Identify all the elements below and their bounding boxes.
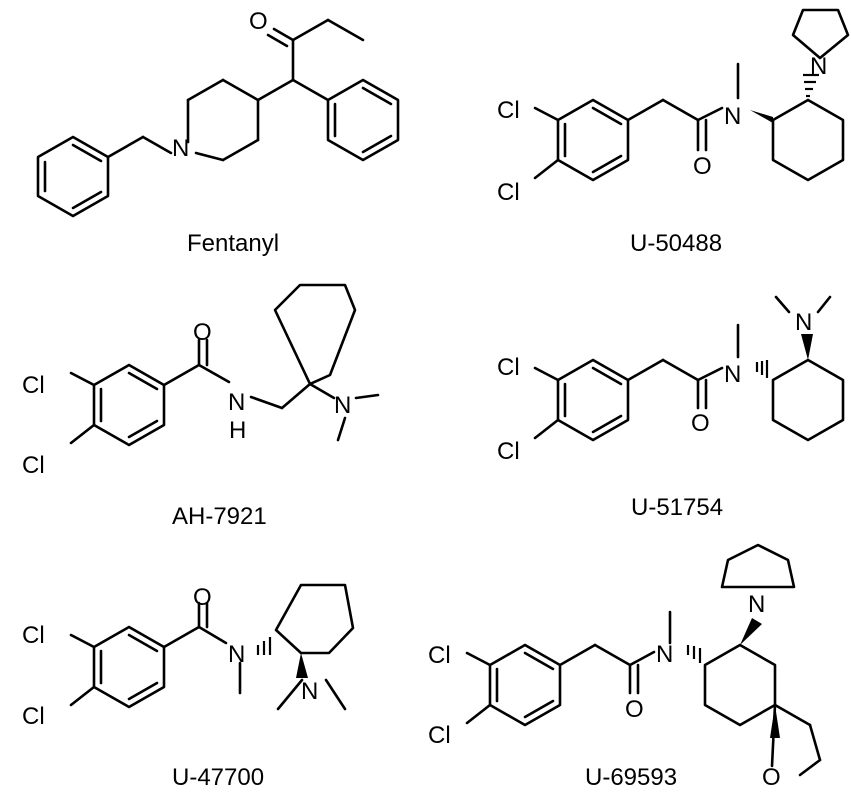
u47700-wedge-bond	[296, 653, 308, 678]
u51754-wedge-bond	[801, 334, 813, 360]
u47700-label: U-47700	[172, 764, 264, 791]
u47700-atom-n-amide: N	[228, 641, 245, 668]
ah7921-label: AH-7921	[172, 503, 267, 530]
u69593-bonds	[465, 543, 822, 777]
u50488-hash-bond	[803, 73, 819, 98]
ah7921-atom-cl1: Cl	[22, 372, 45, 399]
u69593-atom-cl2: Cl	[428, 722, 451, 749]
ah7921-atom-o: O	[193, 319, 212, 346]
u69593-hash-bond	[686, 645, 702, 663]
u50488-atom-cl2: Cl	[497, 179, 520, 206]
u47700-atom-n-dm: N	[301, 678, 318, 705]
molecule-u69593: Cl Cl O N N O U-69593	[428, 543, 822, 791]
u50488-wedge-bond	[750, 110, 773, 123]
u47700-hash-bond	[256, 637, 272, 655]
u50488-atom-cl1: Cl	[497, 97, 520, 124]
fentanyl-bonds	[36, 18, 400, 218]
u69593-atom-n-amide: N	[656, 641, 673, 668]
u50488-atom-n-amide: N	[724, 103, 741, 130]
u51754-atom-cl2: Cl	[497, 438, 520, 465]
ah7921-atom-n-dm: N	[334, 392, 351, 419]
ah7921-bonds	[69, 283, 380, 447]
u69593-wedge-bond	[740, 618, 762, 645]
u50488-atom-o: O	[693, 153, 712, 180]
u51754-hash-bond	[755, 360, 769, 378]
u51754-atom-n-amide: N	[724, 361, 741, 388]
u69593-atom-n-ring: N	[748, 591, 765, 618]
molecule-ah7921: Cl Cl O N H N AH-7921	[22, 283, 380, 530]
molecule-fentanyl: N O Fentanyl	[36, 8, 400, 257]
molecule-u50488: Cl Cl O N N U-50488	[497, 8, 850, 257]
u69593-atom-o: O	[625, 696, 644, 723]
u51754-bonds	[533, 295, 845, 442]
ah7921-atom-n: N	[228, 389, 245, 416]
u69593-atom-cl1: Cl	[428, 642, 451, 669]
u69593-atom-o-ring: O	[762, 764, 781, 791]
u47700-atom-o: O	[193, 584, 212, 611]
ah7921-atom-h: H	[229, 417, 246, 444]
u51754-atom-n-dm: N	[795, 309, 812, 336]
u51754-atom-cl1: Cl	[497, 354, 520, 381]
molecule-u51754: Cl Cl O N N U-51754	[497, 295, 845, 521]
fentanyl-label: Fentanyl	[187, 230, 279, 257]
fentanyl-atom-n: N	[172, 135, 189, 162]
u51754-label: U-51754	[631, 494, 723, 521]
fentanyl-atom-o: O	[249, 8, 268, 35]
u50488-bonds	[533, 8, 850, 182]
ah7921-atom-cl2: Cl	[22, 452, 45, 479]
u47700-atom-cl1: Cl	[22, 622, 45, 649]
u47700-atom-cl2: Cl	[22, 703, 45, 730]
u50488-label: U-50488	[630, 230, 722, 257]
u69593-label: U-69593	[585, 764, 677, 791]
u51754-atom-o: O	[691, 410, 710, 437]
u50488-atom-n-ring: N	[810, 53, 827, 80]
molecule-u47700: Cl Cl O N N U-47700	[22, 583, 355, 791]
u69593-wedge-bond-spiro	[770, 705, 780, 738]
